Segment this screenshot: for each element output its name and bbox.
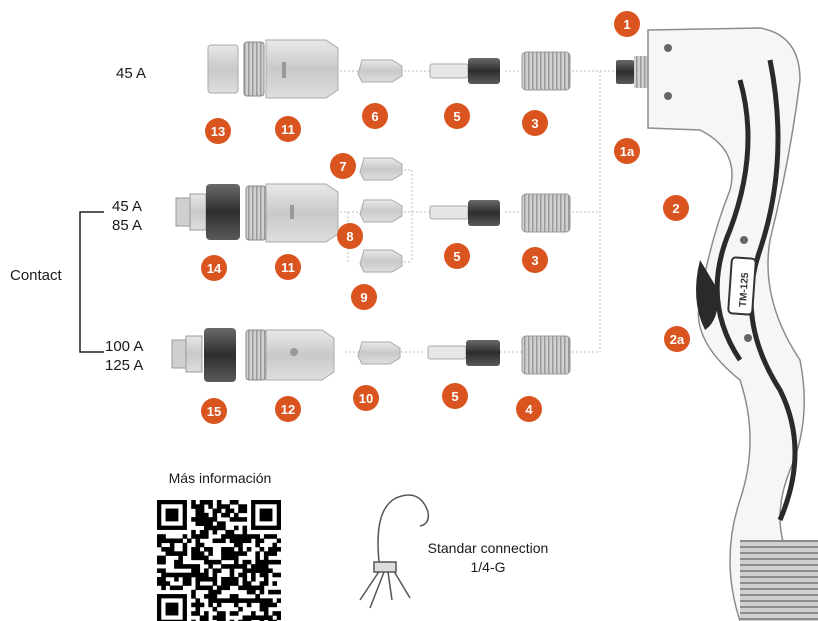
- connection-note-line2: 1/4-G: [408, 558, 568, 577]
- contact-label: Contact: [10, 266, 62, 285]
- row3-amperage-b: 125 A: [105, 356, 143, 375]
- badge-10: 10: [353, 385, 379, 411]
- row2-amperage-a: 45 A: [112, 197, 142, 216]
- badge-13: 13: [205, 118, 231, 144]
- badge-11-row1: 11: [275, 116, 301, 142]
- connection-note-line1: Standar connection: [408, 539, 568, 558]
- qr-caption: Más información: [150, 469, 290, 488]
- badge-1a: 1a: [614, 138, 640, 164]
- badge-6: 6: [362, 103, 388, 129]
- row1-parts: [208, 40, 648, 98]
- badge-5-row3: 5: [442, 383, 468, 409]
- row2-parts: [176, 158, 570, 272]
- badge-7: 7: [330, 153, 356, 179]
- badge-2: 2: [663, 195, 689, 221]
- qr-code-image: [157, 500, 281, 621]
- badge-1: 1: [614, 11, 640, 37]
- row3-parts: [172, 328, 570, 382]
- badge-5-row2: 5: [444, 243, 470, 269]
- badge-12: 12: [275, 396, 301, 422]
- badge-11-row2: 11: [275, 254, 301, 280]
- badge-4: 4: [516, 396, 542, 422]
- badge-5-row1: 5: [444, 103, 470, 129]
- qr-code[interactable]: [157, 500, 281, 621]
- row3-amperage-a: 100 A: [105, 337, 143, 356]
- badge-15: 15: [201, 398, 227, 424]
- badge-2a: 2a: [664, 326, 690, 352]
- row1-amperage: 45 A: [116, 64, 146, 83]
- badge-3-row1: 3: [522, 110, 548, 136]
- badge-3-row2: 3: [522, 247, 548, 273]
- torch-handle: TM-125: [648, 28, 818, 621]
- contact-bracket: [80, 212, 104, 352]
- badge-9: 9: [351, 284, 377, 310]
- badge-8: 8: [337, 223, 363, 249]
- badge-14: 14: [201, 255, 227, 281]
- row2-amperage-b: 85 A: [112, 216, 142, 235]
